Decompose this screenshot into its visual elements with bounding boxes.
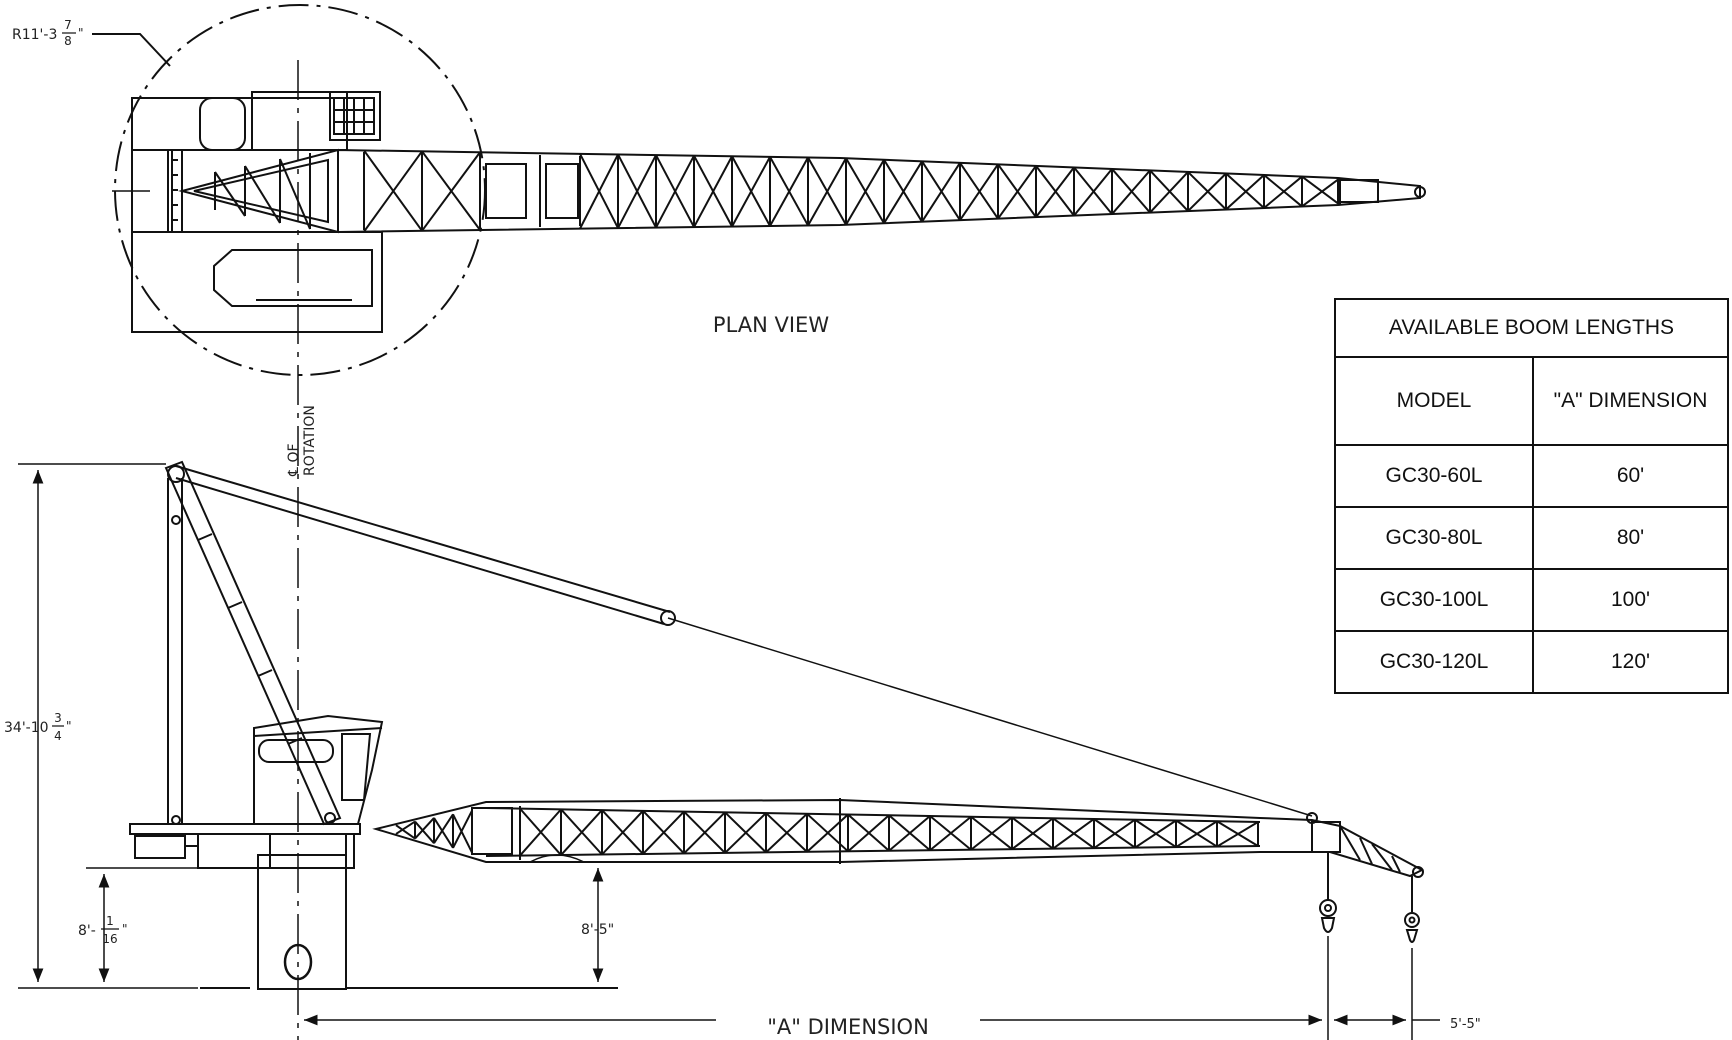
tip-offset-label: 5'-5" [1450,1017,1481,1032]
clearance-label: 8'-5" [581,922,614,938]
pedestal-height-label: 8'- [78,923,96,939]
pendant-line [667,617,1313,817]
plan-view [92,4,1426,1040]
dimension-lines [18,463,1440,1040]
radius-label: R11'-3 [12,27,57,43]
elevation-boom-lattice [395,807,1259,857]
table-title: AVAILABLE BOOM LENGTHS [1334,298,1729,358]
pedestal [200,854,618,990]
elevation-view [129,460,1425,990]
svg-text:℄ OF: ℄ OF [286,443,302,477]
radius-numerator: 7 [64,18,72,32]
radius-inch-mark: " [78,26,84,40]
table-row: GC30-80L 80' [1334,506,1729,570]
height-denominator: 4 [54,729,62,743]
table-row: GC30-60L 60' [1334,444,1729,508]
plan-boom-lattice [363,149,1341,233]
plan-a-frame [178,148,339,234]
table-row: GC30-100L 100' [1334,568,1729,632]
operator-cab [253,714,384,825]
radius-leader [92,33,171,67]
plan-view-label: PLAN VIEW [713,313,829,337]
a-dimension-label: "A" DIMENSION [767,1015,929,1039]
height-label: 34'-10 [4,720,49,736]
a-dimension-cell: 100' [1532,568,1729,632]
luffing-cylinder [175,465,676,626]
svg-text:ROTATION: ROTATION [302,405,318,476]
centerline-label: ℄ OF ROTATION [286,405,318,477]
header-model: MODEL [1334,356,1534,446]
pedestal-inch-mark: " [122,922,128,936]
pedestal-numerator: 1 [106,914,114,928]
boom-lengths-table: AVAILABLE BOOM LENGTHS MODEL "A" DIMENSI… [1334,298,1729,694]
a-dimension-cell: 80' [1532,506,1729,570]
crane-base [129,823,361,869]
model-cell: GC30-100L [1334,568,1534,632]
a-dimension-cell: 60' [1532,444,1729,508]
model-cell: GC30-60L [1334,444,1534,508]
table-row: GC30-120L 120' [1334,630,1729,694]
pedestal-denominator: 16 [102,932,117,946]
a-frame-strut [164,460,342,826]
tip-lattice [1339,825,1401,873]
mast [167,478,183,825]
header-a-dimension: "A" DIMENSION [1532,356,1729,446]
model-cell: GC30-120L [1334,630,1534,694]
height-numerator: 3 [54,711,62,725]
height-inch-mark: " [66,719,72,733]
model-cell: GC30-80L [1334,506,1534,570]
radius-denominator: 8 [64,34,72,48]
auxiliary-hook [1404,876,1420,943]
main-hook [1319,852,1337,933]
swing-radius-circle [114,4,486,376]
a-dimension-cell: 120' [1532,630,1729,694]
plan-machinery [131,91,383,333]
elevation-boom [372,798,1425,878]
